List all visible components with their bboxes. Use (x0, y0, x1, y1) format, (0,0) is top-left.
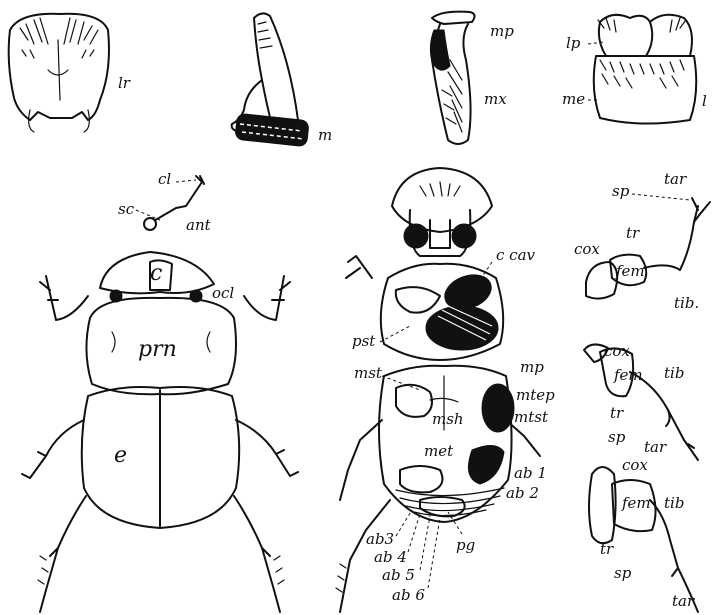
label-tr1: tr (626, 224, 640, 242)
label-mst: mst (354, 364, 383, 382)
leader-cl (176, 180, 196, 182)
label-ab6: ab 6 (392, 586, 425, 604)
label-ab4: ab 4 (374, 548, 407, 566)
label-tib3: tib (664, 494, 684, 512)
label-fem3: fem (621, 494, 651, 512)
mandible-figure (232, 13, 309, 146)
label-tar3: tar (672, 592, 695, 610)
label-mx: mx (484, 90, 507, 108)
label-pg: pg (456, 536, 475, 554)
label-sp3: sp (614, 564, 632, 582)
leader-mst (382, 376, 420, 390)
label-mtep: mtep (516, 386, 555, 404)
label-fem1: fem (615, 262, 645, 280)
label-mp-top: mp (490, 22, 514, 40)
label-tar1: tar (664, 170, 687, 188)
leader-ab4 (408, 514, 420, 552)
label-m: m (318, 126, 332, 144)
label-tib2: tib (664, 364, 684, 382)
label-ab1: ab 1 (514, 464, 547, 482)
label-mtst: mtst (514, 408, 549, 426)
label-c-cav: c cav (496, 246, 536, 264)
label-cox3: cox (622, 456, 648, 474)
label-prn: prn (138, 337, 177, 362)
label-c: c (150, 261, 162, 286)
label-fem2: fem (613, 366, 643, 384)
leader-tar1 (632, 194, 690, 200)
label-sc: sc (118, 200, 135, 218)
labium-figure (594, 15, 697, 124)
label-lp: lp (566, 34, 581, 52)
label-pst: pst (352, 332, 376, 350)
label-tar2: tar (644, 438, 667, 456)
midleg-figure (584, 344, 698, 460)
label-sp1: sp (612, 182, 630, 200)
label-ab2: ab 2 (506, 484, 539, 502)
labrum-figure (9, 14, 109, 132)
label-mp: mp (520, 358, 544, 376)
label-tr2: tr (610, 404, 624, 422)
label-ab3: ab3 (366, 530, 394, 548)
label-msh: msh (432, 410, 464, 428)
label-sp2: sp (608, 428, 626, 446)
label-cox2: cox. (604, 342, 635, 360)
label-ocl: ocl (212, 284, 234, 302)
dorsal-beetle-figure (22, 252, 298, 612)
ventral-head-figure (392, 168, 492, 256)
leader-ab5 (420, 516, 430, 570)
label-ant: ant (186, 216, 212, 234)
label-me: me (562, 90, 585, 108)
label-cl: cl (158, 170, 171, 188)
maxilla-figure (430, 12, 474, 144)
foreleg-figure (586, 198, 710, 299)
label-tr3: tr (600, 540, 614, 558)
leader-ab3 (396, 510, 412, 536)
leader-ab6 (428, 518, 440, 588)
label-tib1: tib. (674, 294, 699, 312)
ventral-thorax-figure (336, 256, 540, 612)
label-lr: lr (118, 74, 131, 92)
leader-pst (380, 326, 410, 342)
label-l: l (702, 92, 707, 110)
label-e: e (114, 443, 127, 468)
leader-lp (588, 42, 604, 44)
label-met: met (424, 442, 454, 460)
label-ab5: ab 5 (382, 566, 415, 584)
label-cox1: cox (574, 240, 600, 258)
